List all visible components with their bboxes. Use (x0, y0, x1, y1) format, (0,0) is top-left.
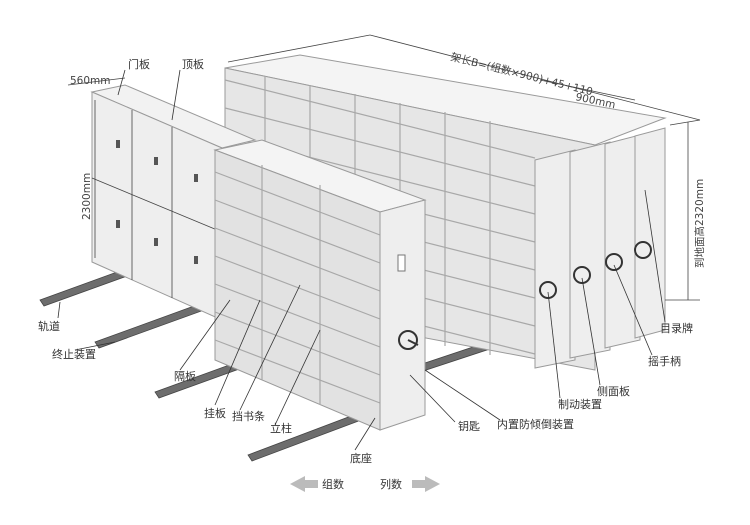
label-hanging-panel: 挂板 (204, 406, 226, 420)
label-directory-plate: 目录牌 (660, 321, 693, 335)
label-crank: 摇手柄 (648, 354, 681, 368)
label-door-panel: 门板 (128, 57, 150, 71)
label-top-panel: 顶板 (182, 57, 204, 71)
label-brake: 制动装置 (558, 398, 602, 411)
label-book-stop: 挡书条 (232, 409, 265, 423)
dimension-lines (67, 34, 701, 301)
crank-handles (539, 241, 652, 299)
dim-depth: 560mm (70, 75, 111, 87)
label-groups: 组数 (322, 477, 344, 491)
label-anti-tilt: 内置防倾倒装置 (497, 417, 574, 431)
door-cabinet (90, 84, 257, 321)
label-side-panel: 侧面板 (597, 384, 630, 398)
direction-indicator: 组数 列数 (290, 476, 440, 492)
label-base: 底座 (350, 451, 372, 465)
label-columns: 列数 (380, 477, 402, 491)
label-stop-device: 终止装置 (52, 347, 96, 361)
dim-total-height: 到地面高2320mm (693, 179, 706, 268)
dim-height: 2300mm (81, 173, 93, 220)
label-track: 轨道 (38, 319, 60, 333)
label-column: 立柱 (270, 421, 292, 435)
label-key: 钥匙 (458, 419, 480, 433)
arrow-right-icon (412, 476, 440, 492)
leader-lines (57, 69, 666, 451)
label-partition: 隔板 (174, 369, 196, 383)
arrow-left-icon (290, 476, 318, 492)
